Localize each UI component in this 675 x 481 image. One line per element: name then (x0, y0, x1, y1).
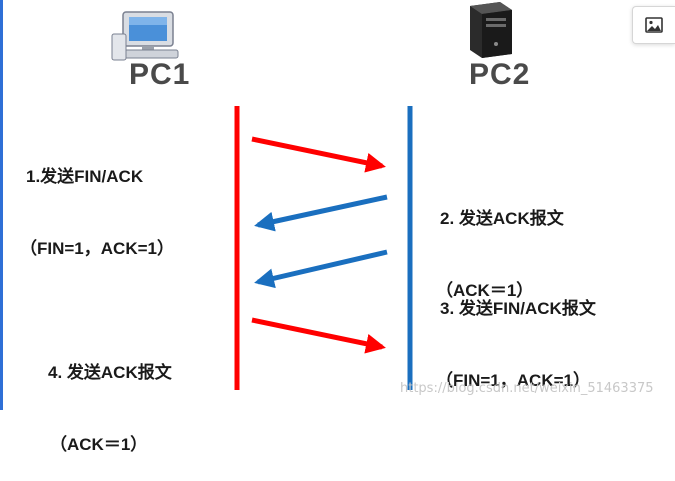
page-left-border (0, 0, 3, 410)
desktop-computer-icon (111, 11, 179, 61)
arrow-step1-fin-ack (251, 136, 386, 173)
step-1-title: 1.发送FIN/ACK (26, 167, 144, 186)
step-2-title: 2. 发送ACK报文 (440, 209, 564, 228)
arrow-step3-fin-ack (254, 249, 388, 289)
step-4-title: 4. 发送ACK报文 (48, 363, 172, 382)
watermark-text: https://blog.csdn.net/weixin_51463375 (400, 381, 654, 396)
step-1-text: 1.发送FIN/ACK （FIN=1，ACK=1） (20, 117, 174, 285)
pc1-label: PC1 (129, 58, 191, 91)
step-1-flags: （FIN=1，ACK=1） (20, 239, 174, 258)
image-icon (645, 17, 663, 33)
step-2-flags: （ACK＝1） (436, 281, 534, 300)
image-tool-button[interactable] (632, 6, 675, 44)
arrow-step4-ack (251, 317, 386, 354)
step-4-text: 4. 发送ACK报文 （ACK＝1） (48, 313, 172, 481)
step-2-text: 2. 发送ACK报文 （ACK＝1） (436, 159, 564, 327)
step-3-title: 3. 发送FIN/ACK报文 (440, 299, 596, 318)
step-3-text: 3. 发送FIN/ACK报文 （FIN=1，ACK=1） (436, 249, 596, 417)
pc2-label: PC2 (469, 58, 531, 91)
server-tower-icon (470, 2, 512, 58)
arrow-step2-ack (254, 194, 388, 232)
handshake-diagram (111, 2, 512, 390)
step-3-flags: （FIN=1，ACK=1） (436, 371, 590, 390)
step-4-flags: （ACK＝1） (50, 435, 148, 454)
